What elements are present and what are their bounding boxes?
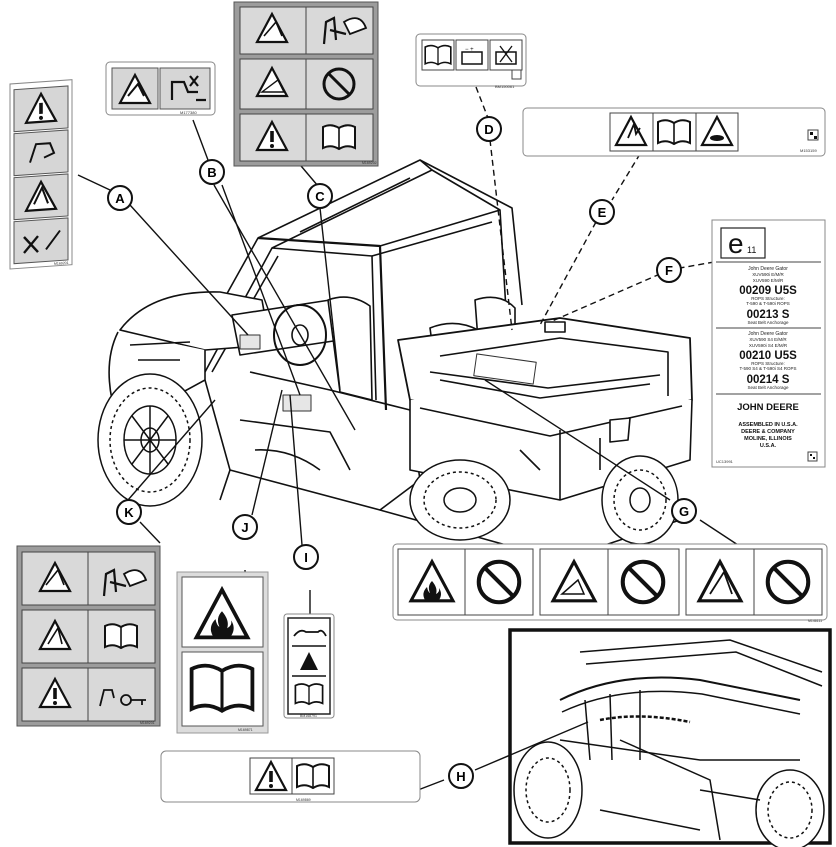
assembly-line-3: MOLINE, ILLINOIS: [744, 436, 792, 442]
assembly-line-2: DEERE & COMPANY: [741, 429, 795, 435]
part-number-i: BM168791: [300, 714, 317, 718]
callout-b-letter: B: [207, 165, 216, 180]
rops-line-2b: T-590 S4 & T-590i S4 ROPS: [740, 366, 797, 371]
approval-code-3: 00210 U5S: [739, 350, 797, 362]
emark-letter: e: [728, 228, 744, 259]
decal-f-rops-plate: e 11 John Deere Gator XUV590i E/M/R XUV5…: [711, 219, 826, 468]
approval-code-4: 00214 S: [747, 374, 790, 386]
model-line-1c: XUV590 E/M/R: [753, 278, 784, 283]
callout-h: H: [448, 763, 474, 789]
model-line-2b: XUV590 S4 E/M/R: [749, 337, 787, 342]
callout-i: I: [293, 544, 319, 570]
model-line-1b: XUV590i E/M/R: [752, 272, 784, 277]
callout-j: J: [232, 514, 258, 540]
approval-code-2: 00213 S: [747, 309, 790, 321]
callout-g: G: [671, 498, 697, 524]
callout-f-letter: F: [665, 263, 673, 278]
part-number-a: M169201: [54, 261, 69, 266]
callout-h-letter: H: [456, 769, 465, 784]
part-number-g: M146111: [808, 619, 822, 623]
callout-a: A: [107, 185, 133, 211]
callout-d: D: [476, 116, 502, 142]
decal-i: BM168791: [283, 613, 335, 719]
model-line-2c: XUV590i S4 E/M/R: [749, 343, 788, 348]
rops-line-1b: T-590 & T-590i ROPS: [746, 301, 789, 306]
callout-f: F: [656, 257, 682, 283]
callout-e: E: [589, 199, 615, 225]
leader-lines: [77, 86, 739, 791]
decal-h: M169869: [160, 750, 421, 803]
callout-i-letter: I: [304, 550, 308, 565]
model-line-2a: John Deere Gator: [748, 331, 788, 337]
part-number-b: M177380: [180, 110, 197, 115]
decal-c: M169202: [233, 1, 379, 167]
callout-c: C: [307, 183, 333, 209]
emark-subscript: 11: [747, 245, 756, 255]
decal-e: M153159: [522, 107, 826, 157]
callout-k: K: [116, 499, 142, 525]
decal-a: M169201: [9, 79, 73, 270]
part-number-f: UC13991: [716, 459, 734, 464]
part-number-h: M169869: [296, 798, 311, 802]
svg-text:− +: − +: [465, 47, 474, 53]
callout-d-letter: D: [484, 122, 493, 137]
part-number-c: M169202: [362, 161, 377, 165]
callout-g-letter: G: [679, 504, 689, 519]
part-number-k: M169201: [140, 721, 155, 725]
model-line-1a: John Deere Gator: [748, 266, 788, 272]
callout-e-letter: E: [598, 205, 607, 220]
decal-d: − + BM150061: [415, 33, 527, 89]
approval-code-1: 00209 U5S: [739, 285, 797, 297]
front-bumper-inset: [508, 628, 832, 847]
callout-k-letter: K: [124, 505, 134, 520]
callout-c-letter: C: [315, 189, 325, 204]
part-number-d: BM150061: [495, 84, 515, 89]
rops-line-1a: ROPS Structure:: [751, 296, 785, 301]
decal-b: M177380: [105, 61, 216, 116]
part-number-e: M153159: [800, 148, 817, 153]
decal-g: M146111: [392, 543, 828, 623]
anchorage-line-1: Seat Belt Anchorage: [747, 320, 789, 325]
part-number-j: M169871: [238, 728, 253, 732]
callout-b: B: [199, 159, 225, 185]
callout-j-letter: J: [241, 520, 248, 535]
callout-a-letter: A: [115, 191, 125, 206]
assembly-line-1: ASSEMBLED IN U.S.A.: [738, 422, 798, 428]
decal-k: M169201: [16, 545, 161, 727]
brand-name: JOHN DEERE: [737, 402, 799, 413]
assembly-line-4: U.S.A.: [760, 443, 777, 449]
utility-vehicle-illustration: [97, 159, 693, 561]
anchorage-line-2: Seat Belt Anchorage: [747, 385, 789, 390]
decal-j: M169871: [176, 571, 269, 734]
rops-line-2a: ROPS Structure:: [751, 361, 785, 366]
